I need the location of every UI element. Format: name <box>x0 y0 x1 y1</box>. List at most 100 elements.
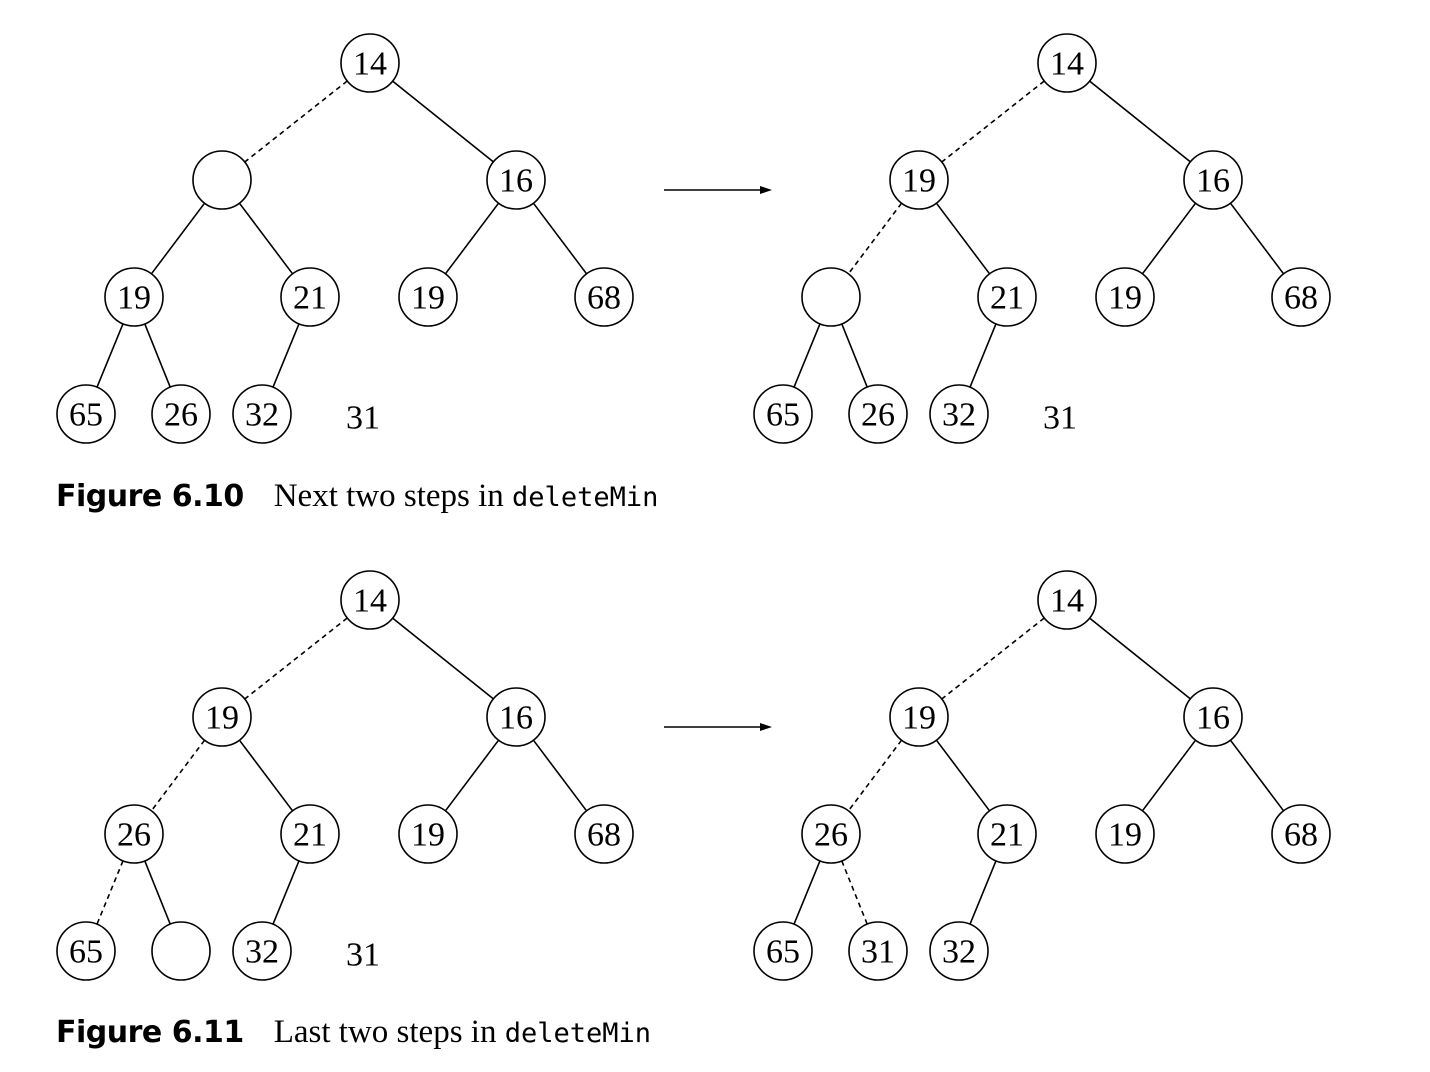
node-circle <box>151 921 211 981</box>
caption-number: Figure 6.11 <box>56 1015 244 1050</box>
heap-node: 21 <box>280 804 340 864</box>
node-label: 68 <box>587 817 621 854</box>
node-label: 65 <box>766 934 800 971</box>
tree-edge <box>444 202 500 275</box>
node-label: 19 <box>411 817 445 854</box>
hole-node <box>801 267 861 327</box>
percolation-path-edge <box>244 617 348 700</box>
node-circle <box>889 687 949 747</box>
caption-text: Next two steps in <box>273 478 513 514</box>
node-circle <box>574 267 634 327</box>
heap-node: 68 <box>1271 804 1331 864</box>
tree-edge <box>238 202 294 275</box>
heap-node: 16 <box>1183 150 1243 210</box>
tree-edge <box>238 739 294 812</box>
node-label: 19 <box>1108 280 1142 317</box>
percolation-path-edge <box>941 617 1045 700</box>
node-circle <box>56 384 116 444</box>
node-label: 68 <box>1284 817 1318 854</box>
heap-node: 19 <box>1095 804 1155 864</box>
node-circle <box>1271 804 1331 864</box>
tree-edge <box>935 202 991 275</box>
heap-node: 19 <box>1095 267 1155 327</box>
node-label: 26 <box>117 817 151 854</box>
node-circle <box>929 384 989 444</box>
arrow-head <box>760 723 772 731</box>
heap-node: 68 <box>1271 267 1331 327</box>
node-circle <box>1095 267 1155 327</box>
node-circle <box>340 570 400 630</box>
heap-node: 19 <box>889 150 949 210</box>
tree-edge <box>272 860 300 925</box>
tree-edge <box>793 323 821 388</box>
node-circle <box>280 804 340 864</box>
node-circle <box>848 921 908 981</box>
pending-value: 31 <box>346 400 380 437</box>
node-label: 26 <box>861 397 895 434</box>
heap-node: 32 <box>929 921 989 981</box>
node-label: 26 <box>814 817 848 854</box>
node-label: 65 <box>766 397 800 434</box>
node-circle <box>340 33 400 93</box>
node-circle <box>1037 33 1097 93</box>
tree-edge <box>532 202 588 275</box>
percolation-path-edge <box>847 739 903 812</box>
heap-node: 26 <box>801 804 861 864</box>
node-circle <box>151 384 211 444</box>
heap-node: 26 <box>848 384 908 444</box>
tree-edge <box>1141 202 1197 275</box>
heap-node: 21 <box>280 267 340 327</box>
percolation-path-edge <box>150 739 206 812</box>
tree-edge <box>1229 739 1285 812</box>
node-label: 14 <box>1050 583 1084 620</box>
tree-edge <box>144 860 171 925</box>
node-label: 19 <box>205 700 239 737</box>
node-label: 14 <box>353 583 387 620</box>
node-circle <box>929 921 989 981</box>
node-circle <box>1183 150 1243 210</box>
node-label: 19 <box>117 280 151 317</box>
node-label: 16 <box>1196 700 1230 737</box>
node-label: 32 <box>245 934 279 971</box>
heap-node: 19 <box>398 804 458 864</box>
node-circle <box>1095 804 1155 864</box>
node-circle <box>889 150 949 210</box>
tree-edge <box>150 202 206 275</box>
node-circle <box>1183 687 1243 747</box>
heap-node: 14 <box>340 33 400 93</box>
node-circle <box>848 384 908 444</box>
tree-edge <box>793 860 821 925</box>
hole-node <box>151 921 211 981</box>
node-circle <box>56 921 116 981</box>
node-label: 16 <box>499 163 533 200</box>
percolation-path-edge <box>847 202 903 275</box>
tree-edge <box>272 323 300 388</box>
tree-edge <box>532 739 588 812</box>
heap-node: 32 <box>232 921 292 981</box>
node-label: 21 <box>293 280 327 317</box>
tree-edge <box>1229 202 1285 275</box>
node-circle <box>801 804 861 864</box>
node-label: 68 <box>587 280 621 317</box>
node-circle <box>192 687 252 747</box>
node-circle <box>232 384 292 444</box>
node-label: 32 <box>942 934 976 971</box>
heap-node: 16 <box>486 150 546 210</box>
node-circle <box>977 267 1037 327</box>
heap-node: 68 <box>574 267 634 327</box>
node-label: 19 <box>902 700 936 737</box>
node-circle <box>104 804 164 864</box>
node-label: 14 <box>1050 46 1084 83</box>
heap-node: 26 <box>151 384 211 444</box>
node-label: 16 <box>499 700 533 737</box>
heap-node: 32 <box>232 384 292 444</box>
node-label: 21 <box>990 280 1024 317</box>
hole-node <box>192 150 252 210</box>
heap-node: 14 <box>1037 570 1097 630</box>
